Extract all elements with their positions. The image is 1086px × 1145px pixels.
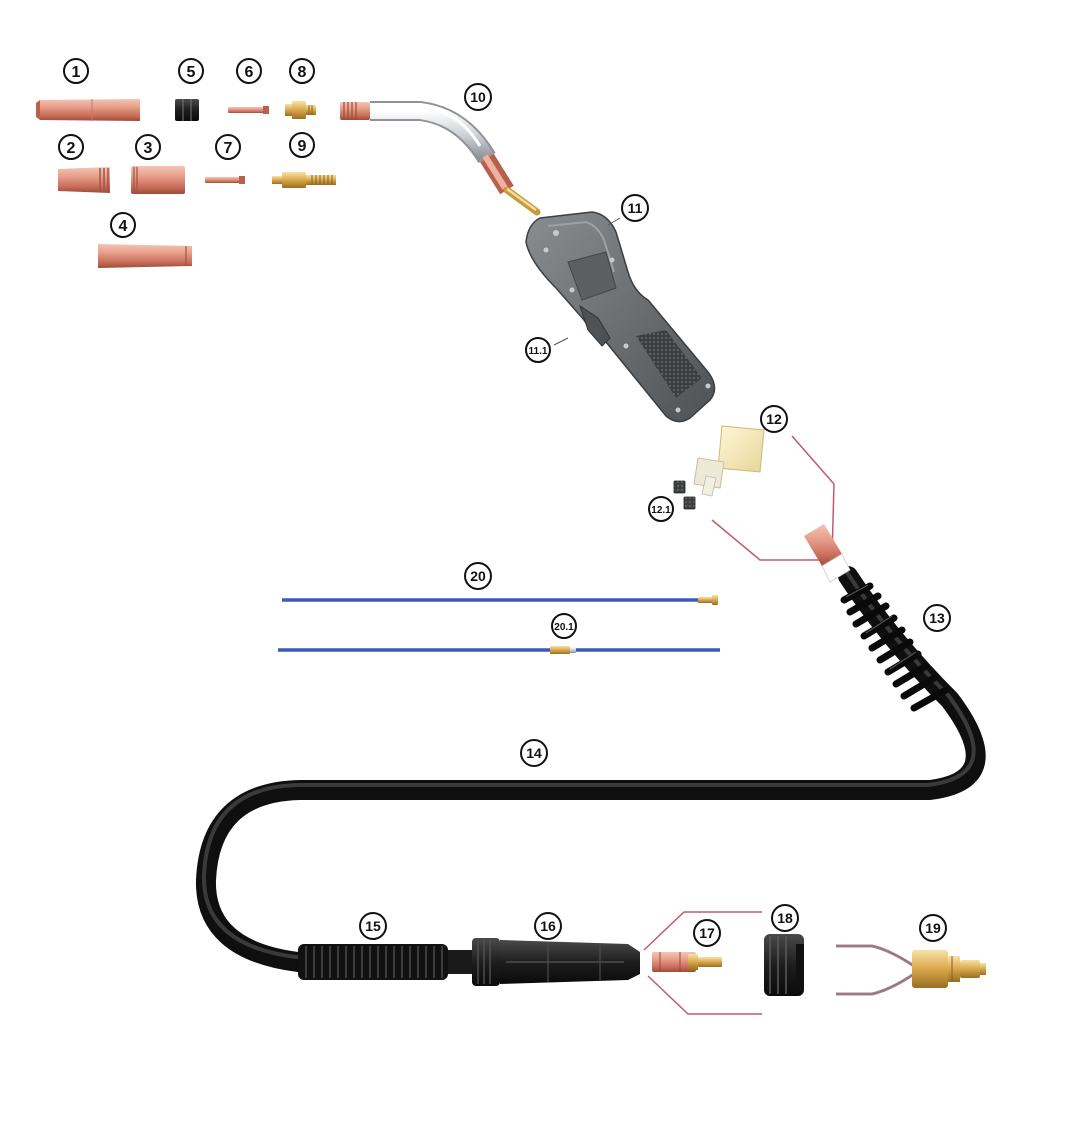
part-7-contact-tip xyxy=(205,176,245,184)
svg-text:18: 18 xyxy=(777,910,793,926)
leaders-17 xyxy=(643,911,762,1015)
part-15-rear-guard xyxy=(298,944,448,980)
label-1: 1 xyxy=(63,58,89,84)
label-10: 10 xyxy=(464,83,492,111)
label-20-1: 20.1 xyxy=(551,613,577,639)
svg-text:6: 6 xyxy=(245,64,254,81)
part-18-union-nut xyxy=(764,934,804,996)
svg-text:2: 2 xyxy=(67,140,76,157)
label-17: 17 xyxy=(693,919,721,947)
part-20-liner xyxy=(282,595,718,605)
part-13-cable-guard xyxy=(804,524,950,712)
part-16-rear-handle xyxy=(448,938,640,986)
svg-text:4: 4 xyxy=(119,218,128,235)
label-3: 3 xyxy=(135,134,161,160)
label-2: 2 xyxy=(58,134,84,160)
svg-text:19: 19 xyxy=(925,920,941,936)
part-5-insulator xyxy=(175,99,199,121)
svg-text:14: 14 xyxy=(526,745,542,761)
svg-text:12.1: 12.1 xyxy=(651,505,671,516)
part-3-nozzle-cylinder xyxy=(131,166,185,194)
svg-text:7: 7 xyxy=(224,140,233,157)
label-11: 11 xyxy=(621,194,649,222)
svg-text:20: 20 xyxy=(470,568,486,584)
label-18: 18 xyxy=(771,904,799,932)
svg-text:17: 17 xyxy=(699,925,715,941)
svg-text:16: 16 xyxy=(540,918,556,934)
part-6-contact-tip xyxy=(228,106,269,114)
label-19: 19 xyxy=(919,914,947,942)
svg-text:15: 15 xyxy=(365,918,381,934)
svg-text:9: 9 xyxy=(298,138,307,155)
part-11-handle xyxy=(525,211,716,423)
label-12-1: 12.1 xyxy=(648,496,674,522)
label-8: 8 xyxy=(289,58,315,84)
part-11-1-trigger xyxy=(579,304,611,347)
svg-text:20.1: 20.1 xyxy=(554,622,574,633)
label-14: 14 xyxy=(520,739,548,767)
svg-text:13: 13 xyxy=(929,610,945,626)
svg-text:10: 10 xyxy=(470,89,486,105)
label-12: 12 xyxy=(760,405,788,433)
part-2-nozzle-short xyxy=(58,167,110,193)
part-1-nozzle xyxy=(36,99,140,121)
label-7: 7 xyxy=(215,134,241,160)
label-9: 9 xyxy=(289,132,315,158)
leader-11 xyxy=(607,217,621,226)
label-16: 16 xyxy=(534,912,562,940)
part-19-euro-plug xyxy=(836,944,986,996)
svg-text:11.1: 11.1 xyxy=(529,346,548,357)
part-20-1-liner-with-connector xyxy=(278,646,720,654)
svg-text:3: 3 xyxy=(144,140,153,157)
label-6: 6 xyxy=(236,58,262,84)
label-11-1: 11.1 xyxy=(525,337,551,363)
part-14-cable xyxy=(195,566,986,972)
part-17-central-adapter xyxy=(652,952,722,972)
part-12-inner-parts xyxy=(693,425,765,497)
label-5: 5 xyxy=(178,58,204,84)
label-13: 13 xyxy=(923,604,951,632)
svg-text:12: 12 xyxy=(766,411,782,427)
svg-text:5: 5 xyxy=(187,64,196,81)
part-10-swan-neck xyxy=(340,101,541,216)
part-8-tip-holder xyxy=(285,101,316,119)
svg-text:1: 1 xyxy=(72,64,81,81)
label-20: 20 xyxy=(464,562,492,590)
leaders-12 xyxy=(711,435,835,561)
label-15: 15 xyxy=(359,912,387,940)
part-12-1-clips xyxy=(673,480,696,510)
svg-text:8: 8 xyxy=(298,64,307,81)
label-4: 4 xyxy=(110,212,136,238)
part-4-nozzle-long xyxy=(98,244,192,268)
svg-text:11: 11 xyxy=(628,200,643,216)
leader-11-1 xyxy=(553,337,569,346)
part-9-tip-holder-long xyxy=(272,172,336,188)
